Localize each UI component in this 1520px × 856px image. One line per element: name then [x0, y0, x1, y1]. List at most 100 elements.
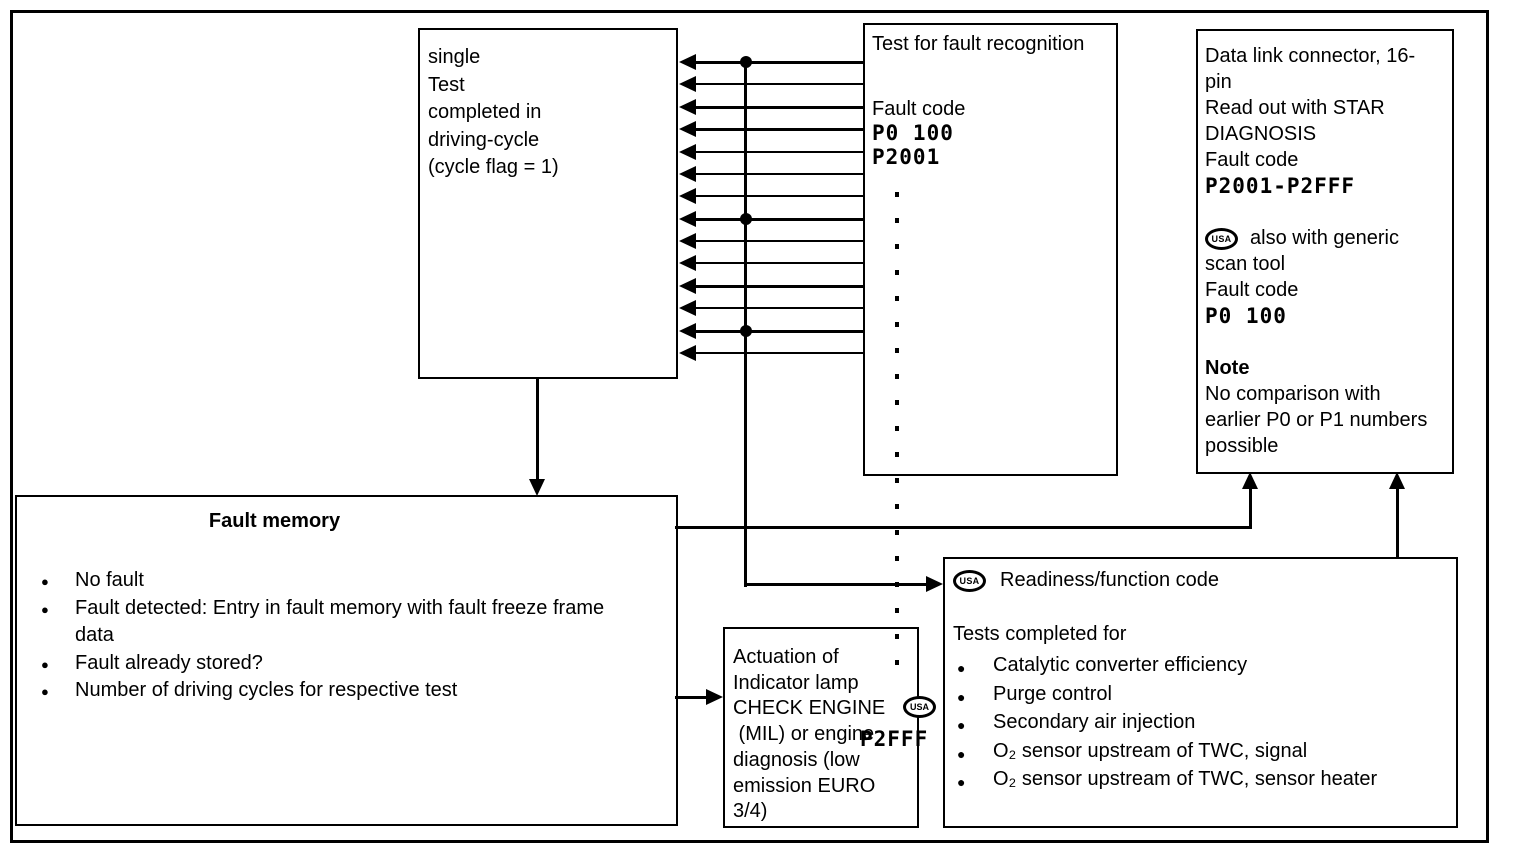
arrowhead-down-icon	[529, 479, 545, 496]
data-link-box: Data link connector, 16- pin Read out wi…	[1196, 29, 1454, 474]
fault-code-range: P2001-P2FFF	[1205, 174, 1356, 198]
arrowhead-left-icon	[679, 278, 696, 294]
readiness-list: Catalytic converter efficiency Purge con…	[953, 651, 1443, 796]
readiness-item: Purge control	[953, 680, 1443, 710]
fault-memory-box: Fault memory No fault Fault detected: En…	[15, 495, 678, 826]
readiness-header: USA Readiness/function code	[953, 569, 1219, 592]
test-arrow-line	[693, 285, 863, 288]
arrowhead-right-icon	[926, 576, 943, 592]
actuation-box: Actuation of Indicator lamp CHECK ENGINE…	[723, 627, 919, 828]
usa-icon-label: USA	[959, 575, 980, 586]
arrowhead-right-icon	[706, 689, 723, 705]
fault-code-ellipsis-line	[895, 192, 899, 678]
arrowhead-up-icon	[1389, 472, 1405, 489]
readiness-subtitle: Tests completed for	[953, 623, 1127, 645]
readiness-item: Catalytic converter efficiency	[953, 651, 1443, 682]
usa-icon: USA	[1205, 227, 1238, 250]
actuation-line: diagnosis (low	[733, 748, 860, 771]
data-link-usa-note: also with generic	[1250, 227, 1399, 249]
single-test-line: single	[428, 46, 481, 68]
single-test-line: completed in	[428, 101, 542, 123]
collector-line	[744, 61, 747, 587]
readiness-title: Readiness/function code	[1000, 569, 1220, 591]
arrowhead-up-icon	[1242, 472, 1258, 489]
arrowhead-left-icon	[679, 323, 696, 339]
actuation-line: emission EURO	[733, 774, 876, 797]
actuation-line: 3/4)	[733, 800, 768, 823]
readiness-to-datalink-line	[1396, 487, 1399, 557]
test-arrow-line	[693, 218, 863, 221]
single-test-line: (cycle flag = 1)	[428, 156, 559, 178]
data-link-line: Read out with STAR	[1205, 97, 1385, 119]
data-link-line: pin	[1205, 71, 1232, 93]
fault-memory-item: No fault	[33, 567, 643, 595]
data-link-line: Fault code	[1205, 149, 1299, 171]
arrowhead-left-icon	[679, 300, 696, 316]
data-link-line: DIAGNOSIS	[1205, 123, 1317, 145]
fault-code-value: P0 100	[872, 121, 954, 145]
usa-icon-label: USA	[909, 702, 929, 712]
arrowhead-left-icon	[679, 233, 696, 249]
test-arrow-line	[693, 61, 863, 64]
fault-code-value: P2001	[872, 145, 941, 169]
test-arrow-line	[693, 262, 863, 264]
readiness-item: O₂ sensor upstream of TWC, sensor heater	[953, 765, 1443, 796]
fault-memory-title: Fault memory	[208, 510, 341, 532]
faultmemory-to-datalink-line	[675, 526, 1252, 529]
test-arrow-line	[693, 307, 863, 309]
test-arrow-line	[693, 83, 863, 85]
test-arrow-line	[693, 352, 863, 354]
test-arrow-line	[693, 106, 863, 109]
collector-to-readiness-line	[744, 583, 928, 586]
fault-recognition-box: Test for fault recognition Fault code P0…	[863, 23, 1118, 476]
fault-memory-item: Number of driving cycles for respective …	[33, 677, 643, 705]
arrowhead-left-icon	[679, 166, 696, 182]
readiness-box: USA Readiness/function code Tests complet…	[943, 557, 1458, 828]
fault-code-block: Fault code P0 100 P2001	[872, 97, 965, 169]
fault-memory-item: Fault already stored?	[33, 650, 643, 677]
arrowhead-left-icon	[679, 211, 696, 227]
test-arrow-line	[693, 173, 863, 175]
test-arrow-line	[693, 330, 863, 333]
data-link-line: Data link connector, 16-	[1205, 45, 1416, 67]
data-link-usa-note: scan tool	[1205, 253, 1286, 275]
usa-icon: USA	[953, 569, 986, 592]
fault-recognition-title: Test for fault recognition	[872, 33, 1085, 55]
actuation-line: Indicator lamp	[733, 671, 859, 694]
test-arrow-line	[693, 128, 863, 131]
faultmemory-to-actuation-line	[675, 696, 708, 699]
last-fault-code-label: P2FFF	[860, 727, 929, 751]
fault-code-value: P0 100	[1205, 304, 1287, 328]
arrowhead-left-icon	[679, 188, 696, 204]
note-line: possible	[1205, 435, 1279, 457]
usa-icon-label: USA	[1211, 233, 1232, 244]
single-test-line: driving-cycle	[428, 128, 540, 151]
faultmemory-to-datalink-riser	[1249, 487, 1252, 529]
actuation-line: (MIL) or engine	[733, 723, 875, 746]
arrowhead-left-icon	[679, 121, 696, 137]
test-arrow-line	[693, 195, 863, 197]
readiness-item: O₂ sensor upstream of TWC, signal	[953, 737, 1443, 767]
arrowhead-left-icon	[679, 144, 696, 160]
fault-memory-item: Fault detected: Entry in fault memory wi…	[33, 595, 643, 650]
actuation-line: CHECK ENGINE	[733, 697, 886, 720]
data-link-usa-line: USA also with generic	[1205, 225, 1448, 251]
single-to-faultmemory-line	[536, 378, 539, 480]
arrowhead-left-icon	[679, 255, 696, 271]
fault-code-label: Fault code	[1205, 279, 1299, 301]
outer-frame	[10, 10, 1489, 843]
arrowhead-left-icon	[679, 76, 696, 92]
note-title: Note	[1205, 357, 1250, 379]
note-line: No comparison with	[1205, 383, 1381, 405]
readiness-item: Secondary air injection	[953, 708, 1443, 739]
test-arrow-line	[693, 240, 863, 242]
arrowhead-left-icon	[679, 99, 696, 115]
note-line: earlier P0 or P1 numbers	[1205, 409, 1428, 431]
fault-code-label: Fault code	[872, 98, 966, 120]
actuation-line: Actuation of	[733, 646, 839, 668]
single-test-box: single Test completed in driving-cycle (…	[418, 28, 678, 379]
arrowhead-left-icon	[679, 345, 696, 361]
arrowhead-left-icon	[679, 54, 696, 70]
fault-memory-list: No fault Fault detected: Entry in fault …	[33, 567, 643, 705]
